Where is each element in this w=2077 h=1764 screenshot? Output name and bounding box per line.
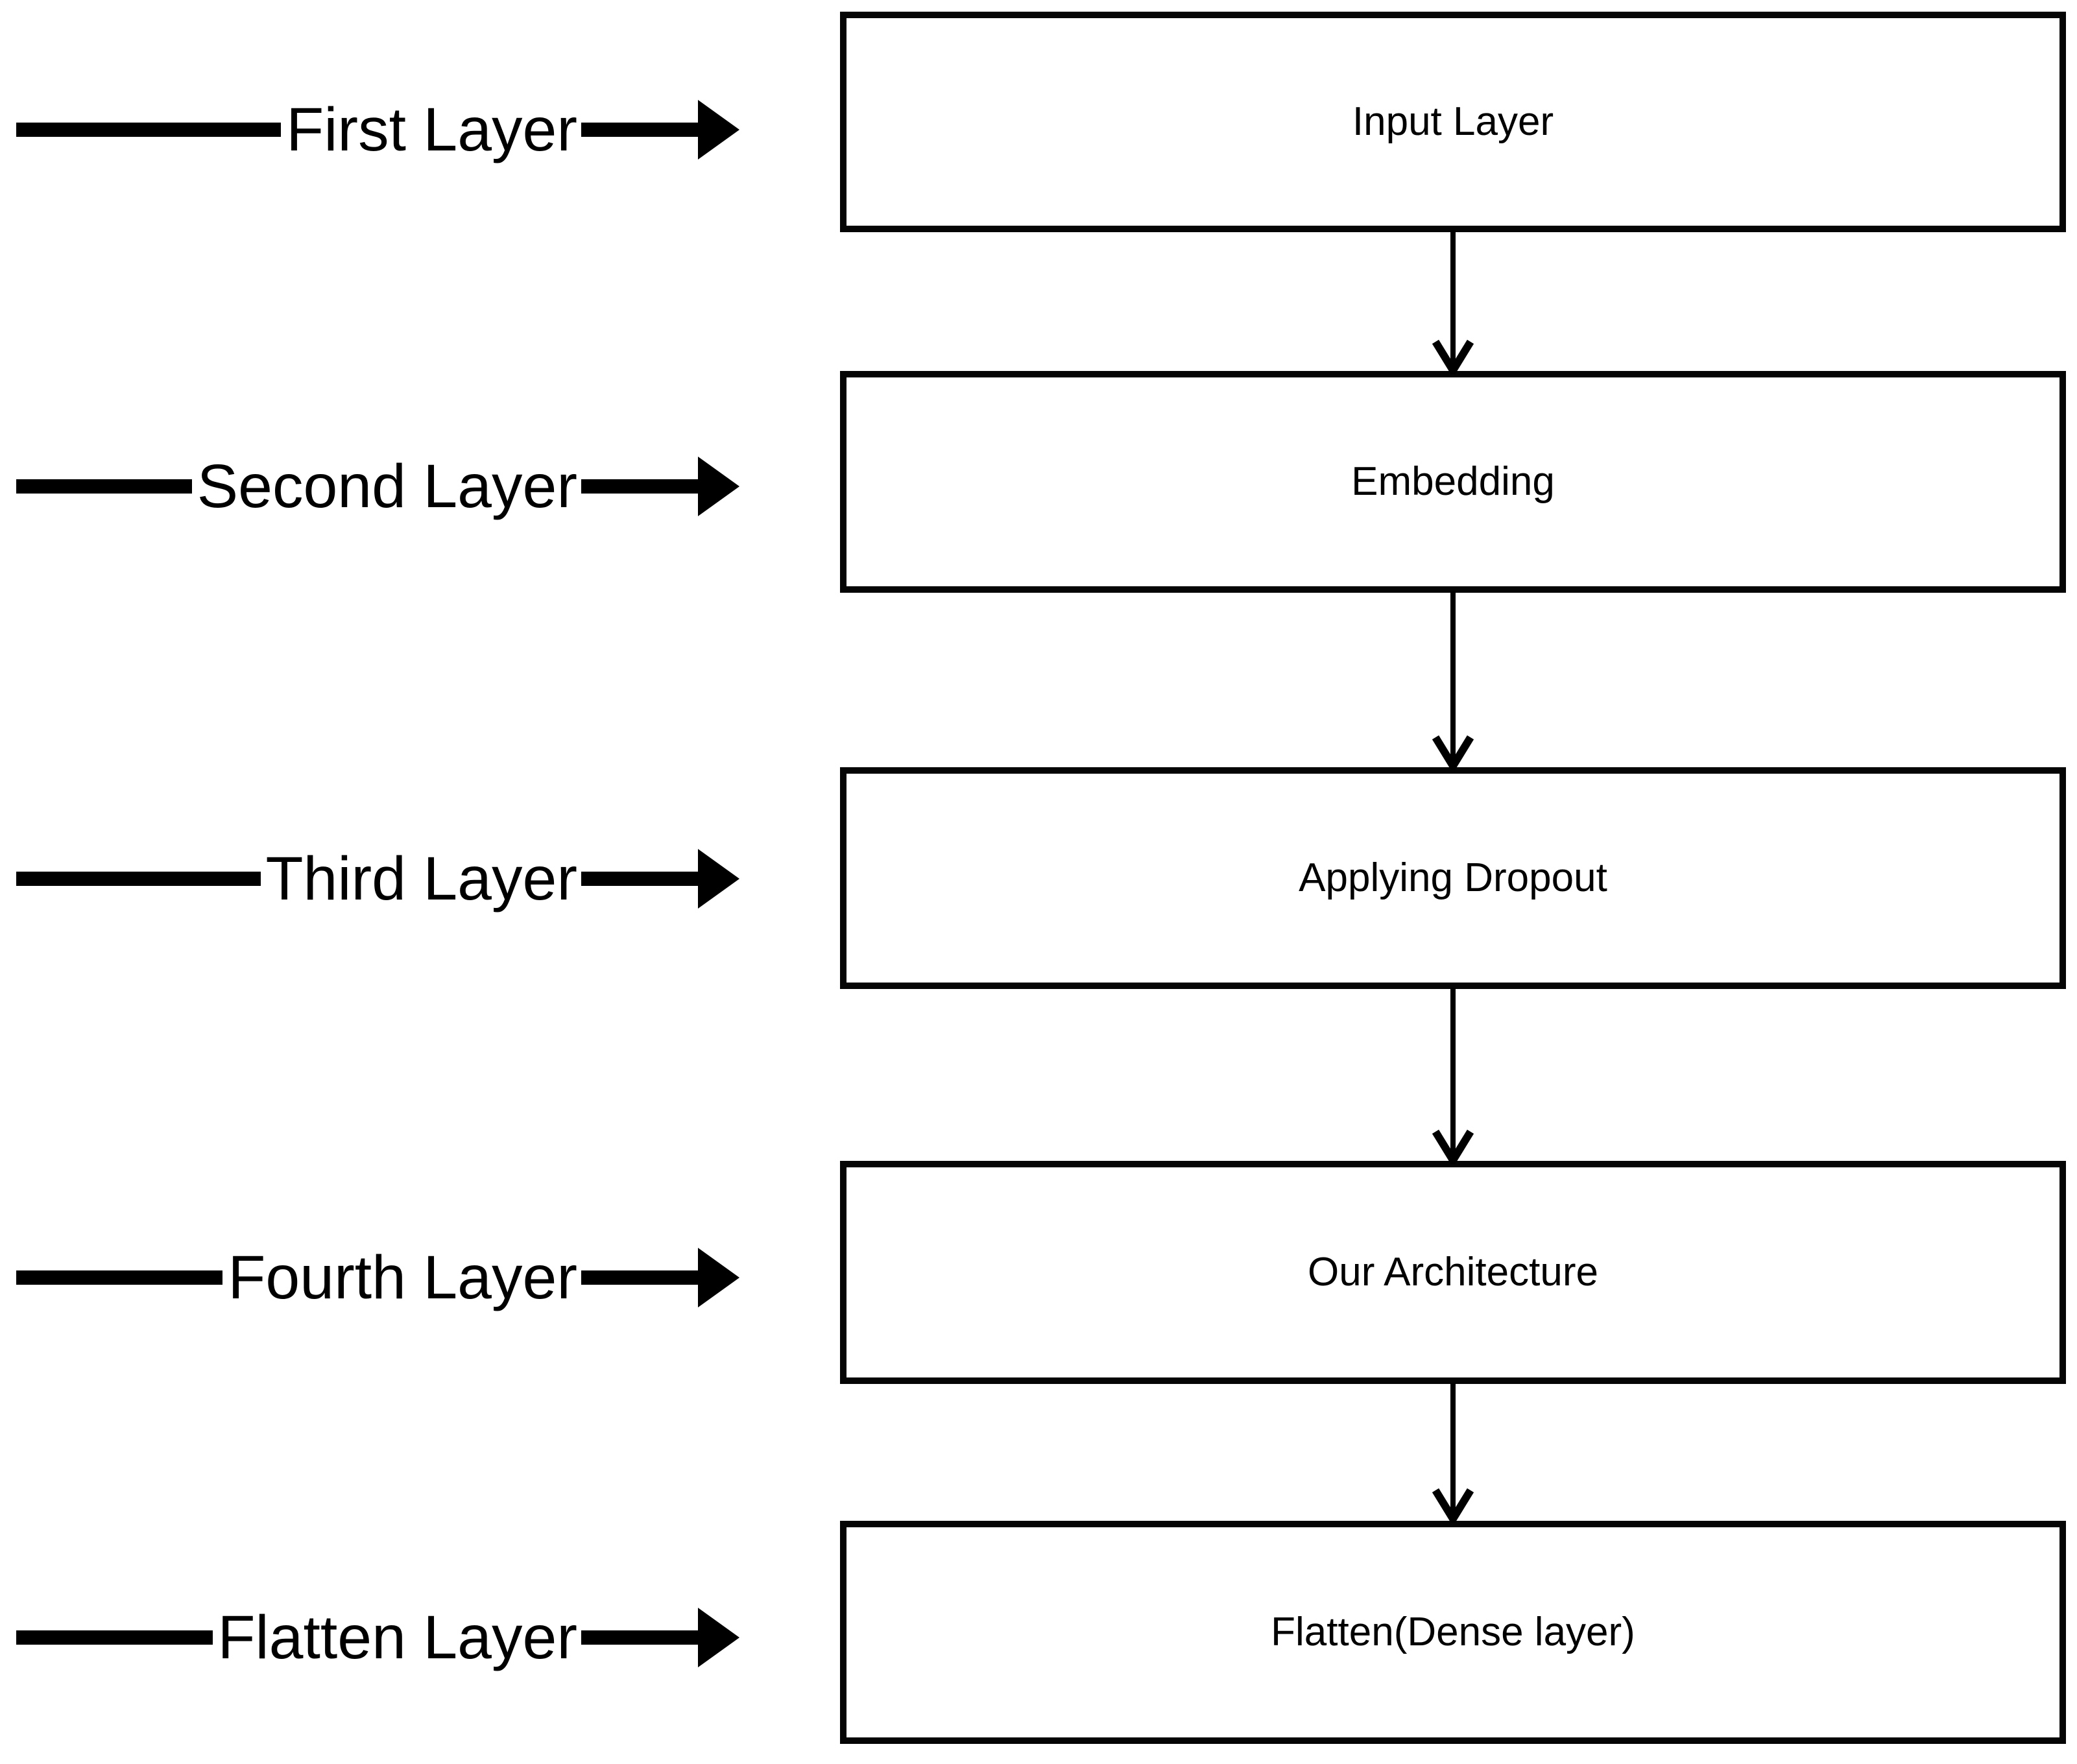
label-arrow-first-layer: First Layer: [16, 88, 739, 172]
node-applying-dropout: Applying Dropout: [840, 767, 2066, 989]
arrowhead-right-icon: [698, 1248, 739, 1307]
node-label: Embedding: [1351, 459, 1555, 504]
label-text-third-layer: Third Layer: [265, 844, 577, 913]
arrow-tail-line: [16, 479, 192, 494]
arrow-shaft-line: [581, 123, 698, 137]
node-input-layer: Input Layer: [840, 12, 2066, 232]
label-arrow-flatten-layer: Flatten Layer: [16, 1595, 739, 1680]
arrow-tail-line: [16, 872, 261, 886]
label-arrow-fourth-layer: Fourth Layer: [16, 1235, 739, 1320]
node-flatten-dense-layer: Flatten(Dense layer): [840, 1521, 2066, 1744]
down-arrow-connector-icon: [1432, 591, 1474, 770]
arrow-shaft-line: [581, 1270, 698, 1285]
arrow-tail-line: [16, 1630, 213, 1645]
label-arrow-third-layer: Third Layer: [16, 837, 739, 921]
down-arrow-connector-icon: [1432, 1383, 1474, 1523]
down-arrow-connector-icon: [1432, 230, 1474, 374]
label-text-first-layer: First Layer: [286, 95, 577, 164]
node-label: Flatten(Dense layer): [1271, 1610, 1635, 1654]
arrow-tail-line: [16, 123, 282, 137]
node-label: Applying Dropout: [1299, 855, 1607, 900]
label-text-second-layer: Second Layer: [197, 451, 577, 521]
label-text-flatten-layer: Flatten Layer: [217, 1603, 577, 1672]
arrowhead-right-icon: [698, 849, 739, 909]
arrow-shaft-line: [581, 479, 698, 494]
arrowhead-right-icon: [698, 457, 739, 516]
label-text-fourth-layer: Fourth Layer: [228, 1243, 577, 1312]
arrow-shaft-line: [581, 872, 698, 886]
label-arrow-second-layer: Second Layer: [16, 444, 739, 529]
arrowhead-right-icon: [698, 100, 739, 160]
arrowhead-right-icon: [698, 1608, 739, 1667]
node-embedding: Embedding: [840, 371, 2066, 593]
down-arrow-connector-icon: [1432, 988, 1474, 1164]
node-our-architecture: Our Architecture: [840, 1161, 2066, 1384]
arrow-shaft-line: [581, 1630, 698, 1645]
arrow-tail-line: [16, 1270, 223, 1285]
node-label: Our Architecture: [1308, 1250, 1598, 1294]
node-label: Input Layer: [1352, 99, 1554, 144]
